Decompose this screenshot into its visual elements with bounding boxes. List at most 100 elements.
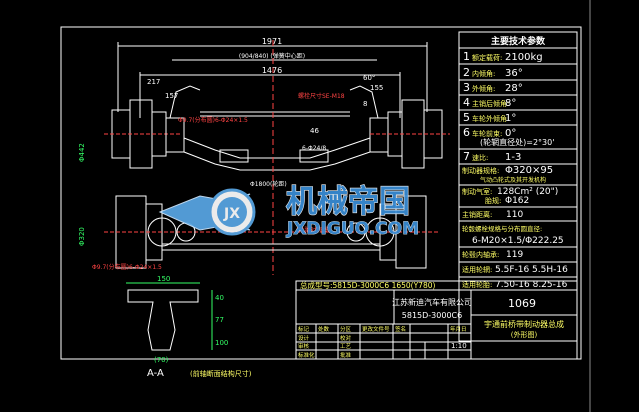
kingpin-label: 主销距离: bbox=[462, 210, 492, 219]
hub-bolt-label: 轮毂螺栓规格与分布圆直径: bbox=[462, 224, 542, 233]
spec-row-label: 主销后倾角: bbox=[472, 99, 509, 108]
dim-hole-note: Φ9.7(分布圆)6-Φ24×1.5 bbox=[178, 116, 248, 124]
dim-155: 155 bbox=[370, 84, 383, 92]
dim-150: 150 bbox=[157, 275, 170, 283]
spec-table-border bbox=[458, 31, 578, 342]
role-label: 工艺 bbox=[340, 343, 352, 350]
drawing-number: 1069 bbox=[508, 297, 536, 310]
role-label: 审核 bbox=[298, 342, 310, 350]
watermark-gear-icon: JX bbox=[208, 188, 256, 236]
rim-label: 适用轮辋: bbox=[462, 265, 492, 274]
grid-header: 年月日 bbox=[450, 325, 467, 333]
spec-row: 2 内倾角: 36° bbox=[459, 66, 577, 81]
dim-100: 100 bbox=[215, 339, 228, 347]
drawing-subtitle: (外形图) bbox=[511, 330, 538, 339]
dim-side-a: Φ442 bbox=[78, 143, 86, 162]
watermark-en: JXDIGUO.COM bbox=[286, 219, 419, 239]
spec-row-num: 5 bbox=[463, 111, 470, 124]
air-chamber-label: 制动气室: bbox=[462, 187, 492, 196]
spec-row-extra: (轮辋直径处)=2°30' bbox=[480, 137, 554, 147]
spec-row-label: 额定载荷: bbox=[472, 53, 502, 62]
grid-header: 签名 bbox=[395, 325, 406, 333]
grid-header: 分区 bbox=[340, 325, 352, 333]
spec-row: 3 外倾角: 28° bbox=[459, 81, 577, 96]
spec-row-value: 8° bbox=[505, 98, 516, 109]
spec-row-label: 车轮外倾角: bbox=[472, 114, 509, 123]
spec-row: 4 主销后倾角: 8° bbox=[459, 96, 577, 111]
watermark-logo-text: JX bbox=[223, 206, 240, 222]
spec-row-label: 速比: bbox=[472, 153, 488, 162]
rim-value: 5.5F-16 5.5H-16 bbox=[495, 265, 568, 275]
dim-pin-note: 螺栓尺寸SE-M18 bbox=[298, 92, 345, 100]
hub-bolt-value: 6-M20×1.5/Φ222.25 bbox=[472, 236, 564, 246]
dim-kingpin-distance: 1476 bbox=[262, 66, 282, 75]
role-label: 设计 bbox=[298, 334, 310, 342]
scale-value: 1:10 bbox=[451, 342, 467, 350]
spec-row-num: 3 bbox=[463, 81, 470, 94]
spec-row-num: 2 bbox=[463, 66, 470, 79]
section-label: A-A bbox=[147, 368, 164, 379]
tire-value: 7.50-16 8.25-16 bbox=[495, 280, 568, 290]
spec-row-label: 车轮前束: bbox=[472, 129, 502, 138]
grid-header: 标记 bbox=[298, 325, 310, 333]
spec-table-title: 主要技术参数 bbox=[491, 35, 546, 47]
role-label: 批准 bbox=[340, 351, 352, 359]
dim-46: 46 bbox=[310, 127, 319, 135]
dim-track: Φ1800(轮距) bbox=[250, 180, 287, 188]
spec-row-value: 36° bbox=[505, 68, 523, 79]
spec-row-value: 1° bbox=[505, 113, 516, 124]
spec-row: 6 车轮前束: 0° (轮辋直径处)=2°30' bbox=[459, 126, 577, 150]
grid-header: 处数 bbox=[318, 325, 330, 333]
dim-overall: 1971 bbox=[262, 37, 282, 46]
brake-note: 气动凸轮式及其开发机构 bbox=[480, 176, 546, 184]
spec-row-label: 外倾角: bbox=[472, 84, 495, 93]
grid-header: 更改文件号 bbox=[362, 325, 390, 333]
spec-row: 5 车轮外倾角: 1° bbox=[459, 111, 577, 126]
role-label: 校对 bbox=[340, 334, 352, 342]
dim-center-note: (轮胎对称线) bbox=[296, 226, 331, 234]
kingpin-value: 110 bbox=[506, 210, 523, 220]
dim-8: 8 bbox=[363, 100, 367, 108]
spec-table: 主要技术参数 1 额定载荷: 2100kg 2 内倾角: 36° 3 外倾角: … bbox=[458, 31, 578, 342]
track-value: 119 bbox=[506, 250, 523, 260]
part-code: 5815D-3000C6 bbox=[402, 311, 462, 320]
title-block: 总成型号:5815D-3000C6 1650(Y780) 江苏新迪汽车有限公司 … bbox=[295, 280, 578, 360]
spec-row-label: 内倾角: bbox=[472, 69, 495, 78]
spec-row-value: 28° bbox=[505, 83, 523, 94]
role-label: 标准化 bbox=[298, 351, 315, 359]
brake-label: 制动器规格: bbox=[462, 166, 499, 175]
watermark-cn: 机械帝国 bbox=[286, 184, 410, 220]
spec-row-value: 1-3 bbox=[505, 152, 521, 163]
dim-77: 77 bbox=[215, 316, 224, 324]
spec-row-num: 4 bbox=[463, 96, 470, 109]
dim-70: (70) bbox=[154, 356, 169, 364]
air-chamber-value: 128Cm² (20") bbox=[497, 187, 558, 197]
section-note: (前轴断面结构尺寸) bbox=[190, 369, 252, 378]
dim-40: 40 bbox=[215, 294, 224, 302]
spec-row-value: 0° bbox=[505, 128, 516, 139]
spec-row: 1 额定载荷: 2100kg bbox=[459, 50, 577, 65]
dim-157: 157 bbox=[165, 92, 178, 100]
brake-value: Φ320×95 bbox=[505, 165, 553, 176]
spec-row-num: 6 bbox=[463, 126, 470, 139]
tire-label: 适用轮胎: bbox=[462, 280, 492, 289]
dim-bolt-pattern: 6-Φ24/8 bbox=[302, 145, 326, 152]
dim-60deg: 60° bbox=[363, 74, 375, 82]
dim-side-b: Φ320 bbox=[78, 227, 86, 246]
drawing-name: 宇通前桥带制动器总成 bbox=[484, 319, 564, 329]
dim-217: 217 bbox=[147, 78, 160, 86]
dim-spring-centers: (904/840) (弹簧中心距) bbox=[239, 52, 305, 60]
tube-label: 胎规: bbox=[485, 196, 501, 205]
spec-row-num: 1 bbox=[463, 50, 470, 63]
dimension-labels: 1971 (904/840) (弹簧中心距) 1476 217 157 155 … bbox=[78, 37, 383, 364]
tube-value: Φ162 bbox=[505, 196, 529, 206]
track-label: 轮毂内轴承: bbox=[462, 250, 499, 259]
spec-row-value: 2100kg bbox=[505, 52, 543, 63]
model-line: 总成型号:5815D-3000C6 1650(Y780) bbox=[300, 280, 435, 290]
axle-assembly-view bbox=[104, 40, 450, 351]
spec-row-num: 7 bbox=[463, 150, 470, 163]
company-name: 江苏新迪汽车有限公司 bbox=[392, 297, 472, 307]
dim-hole-note-lower: Φ9.7(分布圆)6-Φ24×1.5 bbox=[92, 263, 162, 271]
spec-row: 7 速比: 1-3 bbox=[459, 150, 577, 165]
